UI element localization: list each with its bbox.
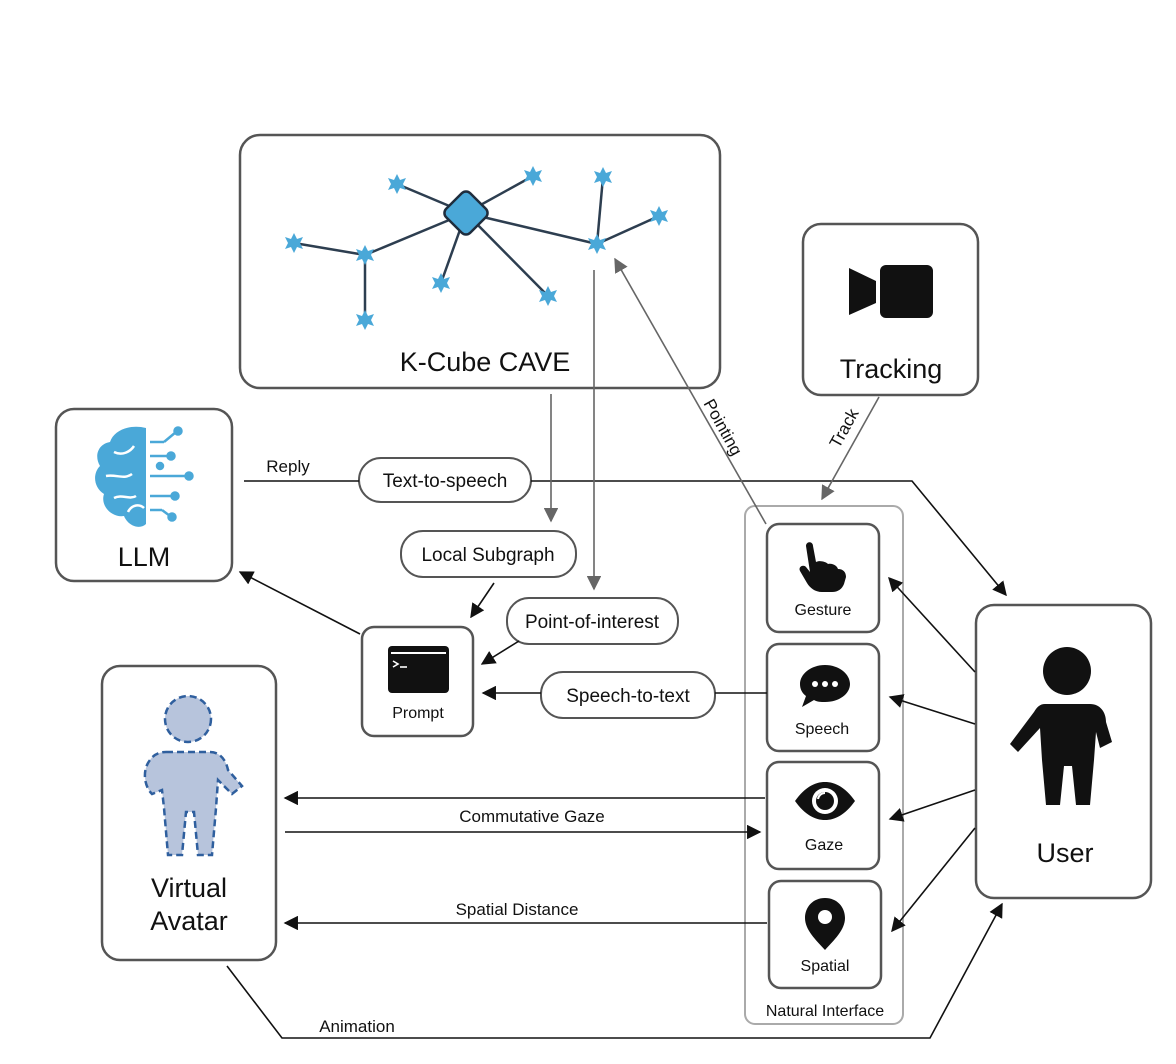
llm-label: LLM bbox=[118, 542, 171, 572]
edge-prompt-to-llm bbox=[238, 571, 361, 635]
track-label: Track bbox=[826, 405, 863, 451]
local-subgraph-pill: Local Subgraph bbox=[400, 530, 577, 578]
spatial-node: Spatial bbox=[767, 879, 883, 990]
point-of-interest-pill: Point-of-interest bbox=[506, 597, 679, 645]
speech-node: Speech bbox=[765, 642, 881, 753]
animation-label: Animation bbox=[319, 1017, 395, 1036]
edge-user-to-spatial bbox=[891, 827, 976, 933]
llm-node: LLM bbox=[54, 407, 234, 583]
edge-subgraph-to-prompt bbox=[470, 582, 495, 619]
natural-interface-label: Natural Interface bbox=[766, 1003, 884, 1020]
spatial-distance-label: Spatial Distance bbox=[456, 900, 579, 919]
edge-user-to-gesture bbox=[888, 576, 976, 673]
avatar-figure-icon bbox=[143, 694, 244, 857]
svg-text:Point-of-interest: Point-of-interest bbox=[525, 612, 660, 633]
user-node: User bbox=[974, 603, 1153, 900]
natural-interface-group: Natural Interface Gesture Speech bbox=[744, 505, 904, 1025]
edge-reply-to-user bbox=[531, 480, 1007, 597]
user-label: User bbox=[1036, 838, 1093, 868]
kcube-label: K-Cube CAVE bbox=[400, 347, 571, 377]
edge-user-to-gaze bbox=[888, 789, 976, 822]
spatial-label: Spatial bbox=[801, 958, 850, 975]
avatar-label-line2: Avatar bbox=[150, 906, 228, 936]
knowledge-graph-icon bbox=[285, 166, 668, 330]
eye-icon bbox=[795, 782, 855, 820]
location-pin-icon bbox=[805, 898, 845, 950]
virtual-avatar-node: Virtual Avatar bbox=[100, 664, 278, 962]
gesture-node: Gesture bbox=[765, 522, 881, 634]
pointing-hand-icon bbox=[799, 542, 846, 592]
prompt-label: Prompt bbox=[392, 705, 444, 722]
kcube-cave-node: K-Cube CAVE bbox=[238, 133, 722, 390]
gaze-node: Gaze bbox=[765, 760, 881, 871]
brain-icon bbox=[95, 426, 194, 527]
chat-bubble-icon bbox=[800, 665, 850, 707]
edge-pointing bbox=[614, 257, 767, 525]
avatar-label-line1: Virtual bbox=[151, 873, 227, 903]
gesture-label: Gesture bbox=[795, 602, 852, 619]
tracking-node: Tracking bbox=[801, 222, 980, 397]
svg-text:Speech-to-text: Speech-to-text bbox=[566, 686, 690, 707]
commutative-gaze-label: Commutative Gaze bbox=[459, 807, 605, 826]
edge-animation bbox=[226, 902, 1003, 1039]
terminal-icon bbox=[388, 646, 449, 693]
prompt-node: Prompt bbox=[360, 625, 475, 738]
speech-label: Speech bbox=[795, 721, 849, 738]
tracking-label: Tracking bbox=[840, 354, 943, 384]
person-icon bbox=[1010, 647, 1112, 805]
edge-user-to-speech bbox=[888, 694, 976, 725]
speech-to-text-pill: Speech-to-text bbox=[540, 671, 716, 719]
gaze-label: Gaze bbox=[805, 837, 843, 854]
svg-text:Text-to-speech: Text-to-speech bbox=[383, 471, 508, 492]
video-camera-icon bbox=[849, 265, 933, 318]
reply-label: Reply bbox=[266, 457, 310, 476]
edge-poi-to-prompt bbox=[480, 640, 520, 665]
text-to-speech-pill: Text-to-speech bbox=[358, 457, 532, 503]
svg-text:Local Subgraph: Local Subgraph bbox=[421, 545, 554, 566]
edge-track bbox=[821, 396, 880, 501]
